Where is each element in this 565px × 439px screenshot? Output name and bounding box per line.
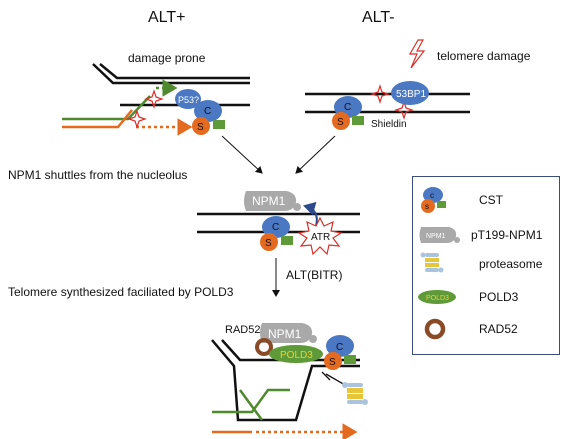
damage-star-icon (144, 89, 164, 109)
cst-s-label: S (197, 122, 204, 133)
cst-s-label: S (265, 238, 272, 249)
label-telomere-damage: telomere damage (437, 49, 531, 63)
legend-label-pold3: POLD3 (479, 290, 519, 304)
legend-item-cst: c s CST (421, 187, 504, 213)
shieldin-label: Shieldin (371, 119, 407, 130)
legend-c-label: c (430, 191, 434, 200)
legend-item-npm1: NPM1 pT199-NPM1 (419, 227, 543, 243)
legend-label-npm1: pT199-NPM1 (471, 228, 543, 242)
inhibition-bar (321, 371, 346, 386)
phospho-arrow (303, 201, 318, 227)
legend-npm1-text: NPM1 (426, 233, 446, 240)
header-alt-minus: ALT- (362, 9, 395, 26)
label-npm1-shuttles: NPM1 shuttles from the nucleolus (8, 168, 187, 182)
cst-complex-t (281, 236, 293, 245)
legend-item-proteasome: proteasome (420, 252, 543, 273)
legend-label-proteasome: proteasome (479, 257, 543, 271)
panel-synthesis: RAD52 NPM1 POLD3 C S (211, 323, 368, 439)
cst-s-label: S (329, 357, 336, 368)
pold3-protein (269, 345, 323, 363)
label-telomere-synthesized: Telomere synthesized faciliated by POLD3 (8, 285, 234, 299)
cst-complex-t (352, 116, 364, 125)
cst-complex-c (194, 100, 222, 122)
arrow-alt-plus-to-middle (221, 135, 263, 174)
panel-alt-minus: telomere damage 53BP1 C S Shieldin (305, 39, 531, 130)
rad52-icon (424, 318, 446, 340)
cst-c-label: C (336, 342, 343, 353)
cst-complex-s (192, 117, 210, 135)
label-damage-prone: damage prone (128, 51, 206, 65)
lightning-icon (408, 39, 426, 69)
cst-complex-s (324, 352, 342, 370)
npm1-protein (244, 191, 297, 211)
panel-alt-plus: damage prone P53? C S (62, 51, 250, 136)
label-alt-bitr: ALT(BITR) (286, 268, 342, 282)
cst-s-label: S (337, 117, 344, 128)
proteasome-icon (342, 382, 368, 405)
npm1-label: NPM1 (268, 327, 302, 341)
53bp1-label: 53BP1 (396, 89, 426, 100)
arrow-alt-minus-to-middle (295, 135, 336, 174)
cst-c-label: C (344, 102, 351, 113)
legend-item-rad52: RAD52 (424, 318, 518, 340)
cst-c-label: C (272, 222, 279, 233)
legend-label-cst: CST (479, 193, 504, 207)
cst-icon: c s (421, 187, 446, 213)
atr-label: ATR (311, 232, 330, 243)
panel-npm1-atr: NPM1 C S ATR (197, 191, 360, 256)
npm1-icon: NPM1 (419, 227, 460, 243)
53bp1-protein (391, 81, 429, 105)
rad52-label: RAD52 (225, 324, 260, 336)
cst-complex-t (213, 120, 225, 129)
npm1-label: NPM1 (252, 194, 286, 208)
legend-item-pold3: POLD3 POLD3 (418, 290, 519, 304)
atr-burst-icon (297, 216, 343, 256)
damage-star-icon (370, 84, 390, 104)
npm1-protein (260, 323, 313, 343)
cst-complex-t (344, 355, 356, 364)
cst-complex-c (326, 335, 354, 357)
cst-complex-s (332, 112, 350, 130)
legend-graphic: c s CST NPM1 pT199-NPM1 (418, 187, 543, 340)
cst-complex-s (260, 233, 278, 251)
legend: c s CST NPM1 pT199-NPM1 (412, 176, 560, 355)
rad52-ring-icon (255, 338, 273, 356)
p53-protein (175, 89, 201, 109)
legend-pold3-text: POLD3 (426, 295, 449, 302)
legend-s-label: s (425, 202, 429, 211)
cst-c-label: C (204, 106, 211, 117)
proteasome-icon (420, 252, 444, 273)
pold3-label: POLD3 (280, 350, 313, 361)
damage-star-icon (127, 109, 147, 129)
cst-complex-c (262, 216, 290, 238)
header-alt-plus: ALT+ (148, 9, 186, 26)
p53-label: P53? (178, 95, 199, 105)
pold3-icon: POLD3 (418, 290, 456, 304)
legend-label-rad52: RAD52 (479, 322, 518, 336)
